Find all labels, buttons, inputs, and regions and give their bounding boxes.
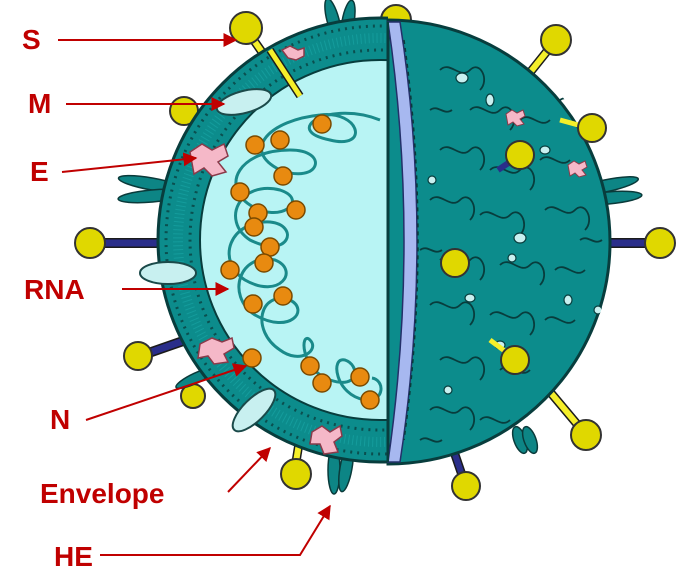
label-rna: RNA bbox=[24, 276, 85, 304]
arrow-he bbox=[100, 506, 330, 555]
label-s: S bbox=[22, 26, 41, 54]
label-he: HE bbox=[54, 543, 93, 571]
s-spike-left-low bbox=[124, 340, 186, 370]
arrow-envelope bbox=[228, 448, 270, 492]
label-n: N bbox=[50, 406, 70, 434]
virion-surface bbox=[388, 20, 610, 464]
label-e: E bbox=[30, 158, 49, 186]
label-m: M bbox=[28, 90, 51, 118]
label-envelope: Envelope bbox=[40, 480, 164, 508]
